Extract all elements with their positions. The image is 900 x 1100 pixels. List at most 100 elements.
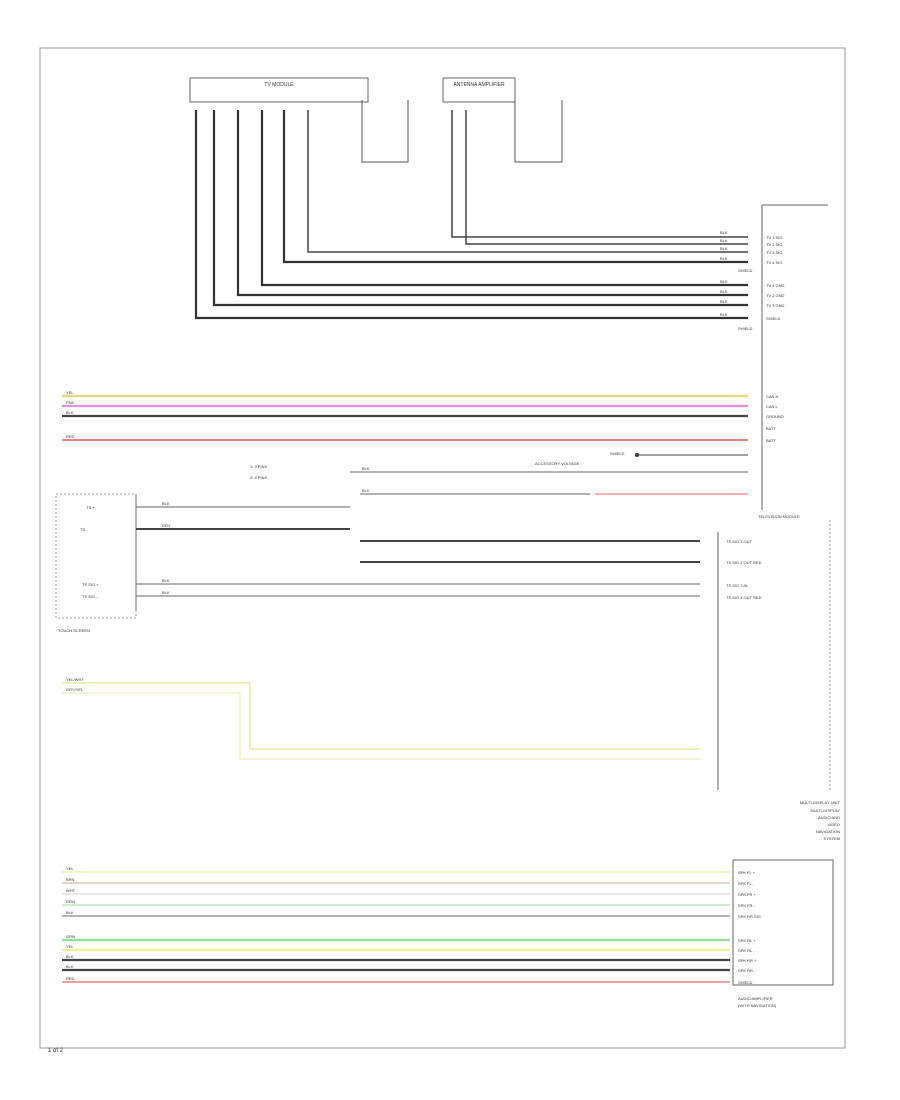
tv-wire-term: TV 2 SIG: [766, 242, 782, 247]
audio-unit-sub: MULTI-DISPLAY: [810, 808, 840, 813]
speaker-box-label: AUDIO AMPLIFIER: [738, 996, 773, 1001]
speaker-wire-term: SPK FL +: [738, 870, 756, 875]
power-wire-group: YEL CAN H PNK CAN L BLK GROUND RED BATT …: [62, 390, 784, 443]
speaker-wire: BLK SPK RR +: [62, 954, 757, 963]
speaker-box: [732, 859, 834, 986]
touch-pin: TS SIG + BLK: [82, 578, 700, 587]
audio-unit-sub: NAVIGATION: [816, 829, 840, 834]
speaker-wire-name: RED: [66, 976, 75, 981]
page-label: 1 of 2: [48, 1048, 64, 1054]
speaker-wire: BLK SPK RR SIG: [62, 910, 761, 919]
tv-wire: BLK SHIELD: [194, 110, 781, 321]
touch-pin-term: TS SIG -: [82, 594, 98, 599]
accessory-label: ACCESSORY VOLTAGE: [535, 461, 580, 466]
power-wire-name: RED: [66, 434, 75, 439]
signal-wire-name: BLK: [362, 488, 370, 493]
display-pin-term: TS SIG 2 OUT RED: [726, 560, 762, 565]
tv-wire: BLK TV 2 SIG: [465, 110, 782, 247]
power-wire: PNK CAN L: [62, 400, 779, 409]
yellow-wire-group: YEL/WHT GRY/YEL: [62, 677, 700, 760]
speaker-wire-term: SPK RR +: [738, 958, 757, 963]
speaker-wire-term: SHIELD: [738, 980, 753, 985]
signal-ref-label: SHIELD: [610, 451, 625, 456]
diagram-frame: [39, 47, 846, 1049]
tv-wire-name: BLK: [720, 312, 728, 317]
speaker-wire-term: SPK RL +: [738, 938, 756, 943]
touch-pin: TS - GRY: [80, 523, 350, 532]
speaker-box-sub: (WITH NAVIGATION): [738, 1003, 777, 1008]
touch-pin: TS + BLK: [86, 501, 350, 510]
yellow-wire: YEL/WHT: [62, 677, 700, 750]
display-pin-term: TS SIG 1 OUT: [726, 539, 753, 544]
yellow-wire: GRY/YEL: [62, 687, 700, 760]
tv-wire-name: BLK: [720, 299, 728, 304]
power-wire-term: CAN L: [766, 404, 779, 409]
speaker-wire-term: SPK RL -: [738, 948, 755, 953]
yellow-wire-name: YEL/WHT: [66, 677, 84, 682]
tv-wire-group: BLK TV 1 SIG BLK TV 2 SIG BLK TV 3 SIG B…: [194, 110, 785, 331]
antenna-label: ANTENNA AMPLIFIER: [453, 82, 505, 88]
audio-unit: MULTI-DISPLAY UNIT MULTI-DISPLAY AUDIO A…: [800, 520, 841, 841]
speaker-wire-name: BRN: [66, 877, 75, 882]
tv-wire-term: TV 2 GND: [766, 293, 785, 298]
yellow-wire-name: GRY/YEL: [66, 687, 84, 692]
speaker-wire-term: SPK RR SIG: [738, 914, 761, 919]
tv-wire-name: BLK: [720, 256, 728, 261]
speaker-wire-name: BLK: [66, 964, 74, 969]
touch-pin-wire: BLK: [162, 590, 170, 595]
speaker-wire: YEL SPK FL +: [62, 866, 756, 875]
power-wire-name: PNK: [66, 400, 75, 405]
touch-pin-term: TS SIG +: [82, 582, 99, 587]
power-wire-term: GROUND: [766, 414, 784, 419]
audio-unit-sub: SYSTEM: [824, 836, 840, 841]
power-wire-name: YEL: [66, 390, 74, 395]
antenna-amplifier: ANTENNA AMPLIFIER: [442, 77, 563, 163]
tv-shield-label: SHIELD: [738, 268, 753, 273]
audio-unit-sub: VIDEO: [828, 822, 840, 827]
power-wire-name: BLK: [66, 410, 74, 415]
speaker-wire: WHT SPK FR +: [62, 888, 757, 897]
touch-pin-term: TS +: [86, 505, 95, 510]
speaker-wire-name: BLK: [66, 910, 74, 915]
tv-module-label: TV MODULE: [264, 82, 294, 88]
touch-pin-term: TS -: [80, 527, 88, 532]
display-pin-term: TS SIG 3 IN: [726, 583, 748, 588]
tv-wire-term: TV 1 GND: [766, 283, 785, 288]
tv-wire-term: SHIELD: [766, 316, 781, 321]
speaker-wire-term: SPK FL -: [738, 881, 755, 886]
power-fuse-label: BATT: [766, 426, 776, 431]
power-wire: RED BATT: [62, 434, 776, 443]
speaker-wire: GRN SPK FR -: [62, 899, 756, 908]
speaker-wire-term: SPK RR -: [738, 968, 756, 973]
display-unit-label: TELEVISION MODULE: [758, 514, 800, 519]
speaker-wire: GRN SPK RL +: [62, 934, 756, 943]
tv-wire-name: BLK: [720, 279, 728, 284]
tv-module: TV MODULE: [189, 77, 409, 163]
speaker-wire-name: BLK: [66, 954, 74, 959]
display-pin-group: TS SIG 1 OUT TS SIG 2 OUT RED TS SIG 3 I…: [360, 539, 762, 600]
signal-note: 1: 3 PINS: [250, 464, 267, 469]
tv-wire-term: TV 4 SIG: [766, 260, 782, 265]
tv-shield-label: SHIELD: [738, 326, 753, 331]
speaker-wire: YEL SPK RL -: [62, 944, 755, 953]
power-wire-term: BATT: [766, 438, 776, 443]
audio-unit-label: MULTI-DISPLAY UNIT: [800, 800, 841, 805]
touch-pin-wire: BLK: [162, 578, 170, 583]
speaker-wire-name: WHT: [66, 888, 76, 893]
tv-wire-name: BLK: [720, 238, 728, 243]
speaker-wire-name: YEL: [66, 944, 74, 949]
tv-wire-term: TV 3 SIG: [766, 250, 782, 255]
speaker-wire-term: SPK FR -: [738, 903, 756, 908]
speaker-wire: RED SHIELD: [62, 976, 753, 985]
display-pin-term: TS SIG 4 OUT RED: [726, 595, 762, 600]
tv-wire: BLK TV 4 SIG: [282, 110, 782, 265]
speaker-wire: BLK SPK RR -: [62, 964, 756, 973]
speaker-wire-name: GRN: [66, 899, 75, 904]
power-wire: YEL CAN H: [62, 390, 779, 399]
speaker-wire-term: SPK FR +: [738, 892, 757, 897]
signal-note: 2: 4 PINS: [250, 475, 267, 480]
touch-pin: TS SIG - BLK: [82, 590, 700, 599]
tv-wire: BLK TV 3 GND: [212, 110, 785, 308]
speaker-wire-group: AUDIO AMPLIFIER (WITH NAVIGATION) YEL SP…: [62, 859, 834, 1008]
